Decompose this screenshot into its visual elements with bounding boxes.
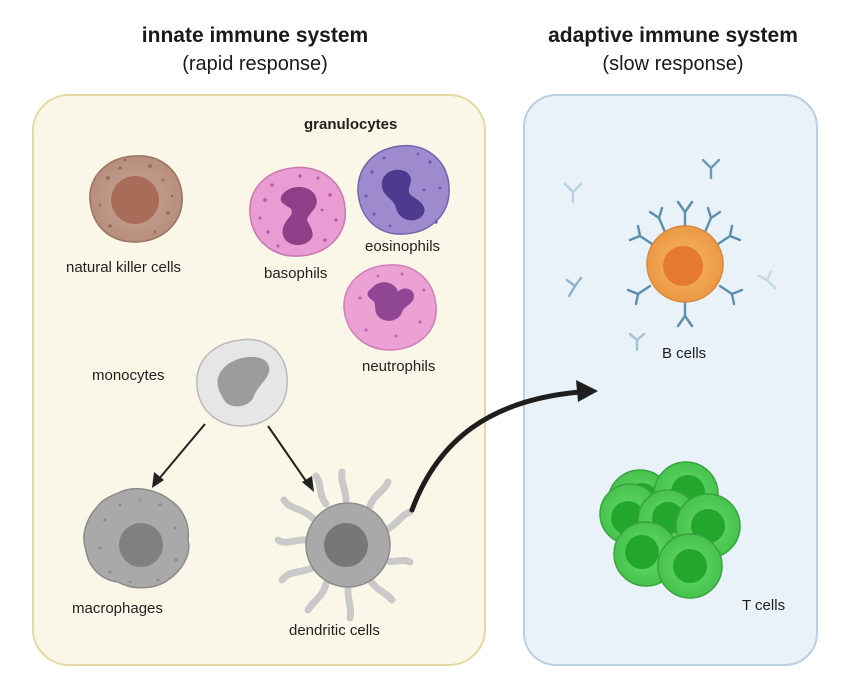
- b-cell: [626, 200, 744, 328]
- nk-label: natural killer cells: [66, 259, 182, 276]
- granulocytes-label: granulocytes: [304, 116, 398, 133]
- monocytes-label: monocytes: [92, 367, 165, 384]
- t-cell: [657, 533, 723, 599]
- macrophages-label: macrophages: [72, 600, 163, 617]
- basophils-label: basophils: [264, 265, 328, 282]
- dendritic-cell: [274, 468, 414, 622]
- adaptive-title: adaptive immune system: [548, 24, 798, 47]
- eosinophil-cell: [357, 144, 450, 235]
- innate-heading: innate immune system (rapid response): [85, 22, 425, 78]
- basophil-cell: [249, 166, 347, 257]
- dendritic-label: dendritic cells: [289, 622, 380, 639]
- free-antibodies: [563, 158, 777, 352]
- monocyte-cell: [196, 338, 288, 427]
- eosinophils-label: eosinophils: [365, 238, 441, 255]
- macrophage-cell: [83, 488, 190, 589]
- adaptive-panel: [523, 94, 818, 666]
- neutrophils-label: neutrophils: [362, 358, 436, 375]
- adaptive-subtitle: (slow response): [602, 53, 744, 75]
- t-cells-label: T cells: [742, 597, 786, 614]
- innate-title: innate immune system: [141, 24, 369, 47]
- transfer-arrow: [409, 380, 598, 513]
- neutrophil-cell: [343, 264, 437, 351]
- b-cells-label: B cells: [662, 345, 707, 362]
- monocyte-arrows: [152, 423, 314, 492]
- innate-subtitle: (rapid response): [182, 53, 328, 75]
- t-cell-cluster: [599, 461, 741, 599]
- nk-cell: [89, 155, 183, 243]
- adaptive-heading: adaptive immune system (slow response): [503, 22, 843, 78]
